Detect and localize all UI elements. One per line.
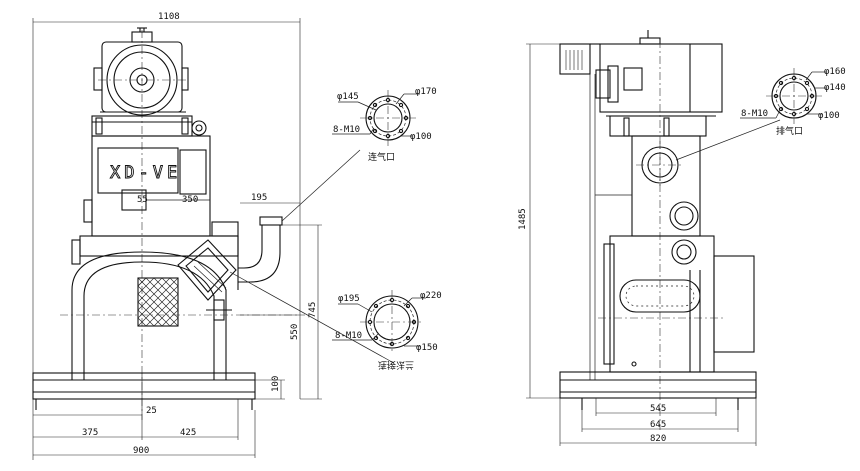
flange-top-d-outer: φ145: [337, 92, 359, 102]
dim-645: 645: [650, 420, 666, 430]
side-view: 1485: [518, 30, 781, 446]
dim-545: 545: [650, 404, 666, 414]
flange-right-d-bore: φ100: [818, 111, 840, 121]
dim-100: 100: [271, 376, 281, 392]
flange-bottom-d-pitch: φ220: [420, 291, 442, 301]
motor-mount: [91, 115, 210, 137]
dim-350: 350: [182, 195, 198, 205]
dim-25: 25: [146, 406, 157, 416]
side-lower-body: [598, 235, 755, 373]
side-motor: [559, 30, 723, 117]
front-horizontal-dims: 25 375 425 900: [33, 373, 256, 458]
dim-195: 195: [251, 193, 267, 203]
dim-900: 900: [133, 446, 149, 456]
flange-top-d-bore: φ100: [410, 132, 432, 142]
dim-820: 820: [650, 434, 666, 444]
side-base: [559, 371, 757, 410]
front-view: 1108: [32, 12, 322, 460]
flange-bottom-d-outer: φ195: [338, 294, 360, 304]
brand-logo: XD-VE: [110, 163, 181, 183]
leader-exhaust: [675, 119, 781, 161]
flange-bottom-label: 连接法兰: [378, 359, 414, 371]
motor: [93, 27, 189, 117]
flange-right-d-outer: φ160: [824, 67, 846, 77]
dim-1108: 1108: [158, 12, 180, 22]
dim-745: 745: [308, 302, 318, 318]
side-mount: [609, 115, 707, 137]
dim-550: 550: [290, 324, 300, 340]
dim-425: 425: [180, 428, 196, 438]
flange-right-label: 排气口: [776, 125, 803, 137]
lower-casing: [60, 235, 300, 381]
dim-375: 375: [82, 428, 98, 438]
flange-top-d-pitch: φ170: [415, 87, 437, 97]
casing-grille: [137, 277, 179, 327]
dim-1485: 1485: [518, 208, 528, 230]
leader-outlet: [281, 149, 361, 222]
flange-detail-bottom: φ195 φ220 8-M10 φ150 连接法兰: [332, 290, 442, 371]
flange-detail-top: φ145 φ170 8-M10 φ100 连气口: [332, 87, 437, 163]
dim-55: 55: [137, 195, 148, 205]
flange-detail-right: φ160 φ140 8-M10 φ100 排气口: [740, 67, 846, 137]
flange-top-label: 连气口: [368, 151, 395, 163]
upper-housing: XD-VE 55 350: [83, 135, 211, 237]
side-base-dims: 545 645 820: [559, 398, 757, 446]
base-frame: [32, 372, 256, 410]
flange-bottom-d-bore: φ150: [416, 343, 438, 353]
leader-inlet: [229, 271, 393, 363]
flange-bottom-bolts: 8-M10: [335, 331, 362, 341]
flange-top-bolts: 8-M10: [333, 125, 360, 135]
flange-right-d-pitch: φ140: [824, 83, 846, 93]
flange-right-bolts: 8-M10: [741, 109, 768, 119]
inlet-flange: [177, 239, 237, 321]
front-vertical-dims: 100 550 745: [240, 224, 322, 400]
